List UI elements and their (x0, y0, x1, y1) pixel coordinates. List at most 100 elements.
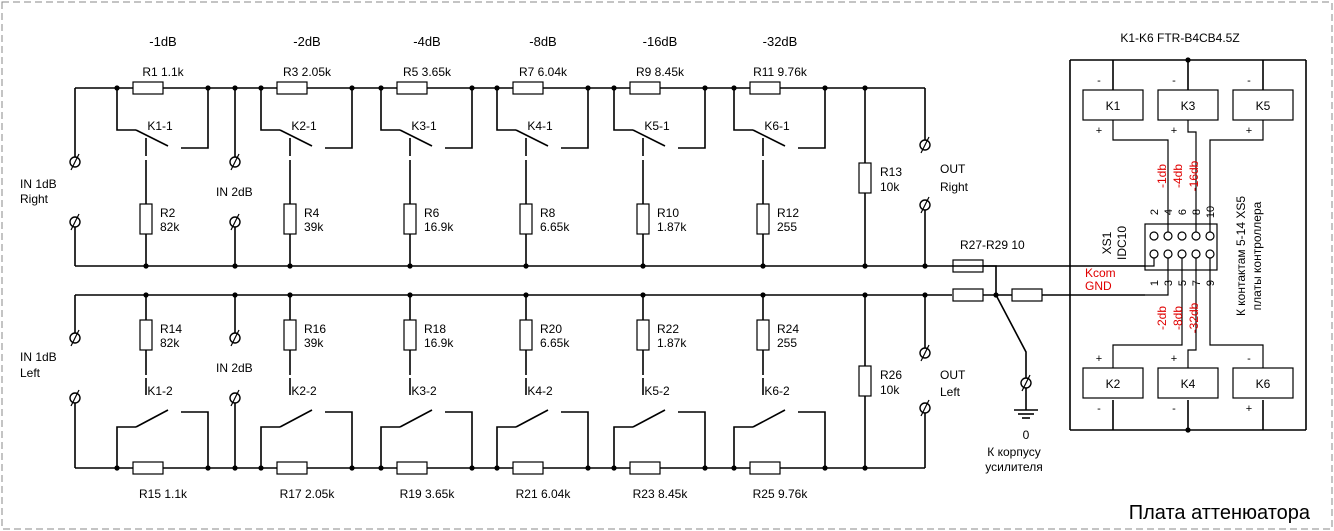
ground-caption: К корпусу (987, 445, 1040, 459)
in2-right-label: IN 2dB (216, 185, 253, 199)
gnd-wire (1145, 258, 1169, 296)
relay-contact-label: K4-1 (527, 119, 553, 133)
in2-left-terminal-ground-slash (230, 389, 240, 407)
series-resistor-label: R21 6.04k (516, 487, 572, 501)
series-resistor-label: R5 3.65k (403, 65, 452, 79)
junction-dot (205, 465, 211, 471)
series-resistor (396, 81, 428, 95)
relay-coil (1232, 367, 1294, 399)
shunt-resistor-value: 1.87k (657, 336, 687, 350)
out-right-label: Right (940, 180, 969, 194)
relay-coil-name: K2 (1106, 377, 1121, 391)
wire (496, 88, 516, 131)
shunt-resistor (636, 319, 650, 351)
wire (325, 411, 353, 468)
junction-dot (523, 263, 529, 269)
junction-dot (922, 292, 928, 298)
junction-dot (258, 465, 264, 471)
junction-dot (760, 292, 766, 298)
relay-contact-label: K1-1 (147, 119, 173, 133)
wire (561, 411, 589, 468)
relay-contact-label: K2-1 (291, 119, 317, 133)
series-resistor (749, 461, 781, 475)
wire (613, 88, 633, 131)
wire (995, 294, 1027, 378)
shunt-resistor (756, 319, 770, 351)
load-left-name: R26 (880, 368, 902, 382)
junction-dot (407, 292, 413, 298)
out-left-label: OUT (940, 368, 966, 382)
coil-signal-label: -32db (1187, 302, 1201, 333)
relay-contact (279, 129, 313, 147)
stage-heading: -1dB (149, 34, 176, 49)
relay-coil-polarity: - (1172, 403, 1176, 415)
junction-dot (143, 263, 149, 269)
ground-zero-label: 0 (1023, 428, 1030, 442)
shunt-resistor-label: R22 (657, 322, 679, 336)
junction-dot (862, 465, 868, 471)
junction-dot (611, 85, 617, 91)
coil-signal-wire (1112, 120, 1169, 232)
series-resistor (629, 81, 661, 95)
relay-coil-polarity: + (1096, 353, 1102, 365)
relay-contact (135, 129, 169, 147)
connector-pin-even (1149, 231, 1159, 241)
junction-dot (407, 263, 413, 269)
wire (733, 426, 753, 468)
connector-pin-number: 5 (1177, 280, 1189, 286)
wire (325, 88, 353, 149)
junction-dot (287, 292, 293, 298)
shunt-resistor (636, 203, 650, 235)
load-right-name: R13 (880, 165, 902, 179)
connector-pin-number: 1 (1149, 280, 1161, 286)
wire (380, 88, 400, 131)
series-resistor (396, 461, 428, 475)
junction-dot (232, 263, 238, 269)
series-resistor (749, 81, 781, 95)
shunt-resistor (139, 203, 153, 235)
shunt-resistor-value: 16.9k (424, 220, 454, 234)
in1-left-label: IN 1dB (20, 350, 57, 364)
connector-name: XS1 (1100, 231, 1114, 254)
junction-dot (702, 85, 708, 91)
stage-heading: -4dB (413, 34, 440, 49)
wire (445, 411, 473, 468)
junction-dot (822, 85, 828, 91)
shunt-resistor-label: R8 (540, 206, 556, 220)
shunt-resistor-label: R20 (540, 322, 562, 336)
relay-coil-polarity: + (1246, 125, 1252, 137)
in1-left-terminal-ground-slash (70, 389, 80, 407)
chassis-ground-terminal-slash (1021, 374, 1031, 392)
shunt-resistor-label: R18 (424, 322, 446, 336)
stage-heading: -32dB (763, 34, 798, 49)
junction-dot (585, 465, 591, 471)
junction-dot (143, 292, 149, 298)
stage-heading: -16dB (643, 34, 678, 49)
shunt-resistor (756, 203, 770, 235)
wire (561, 88, 589, 149)
connector-note: К контактам 5-14 XS5 (1234, 196, 1248, 316)
junction-dot (640, 263, 646, 269)
wire (496, 426, 516, 468)
series-resistor-label: R1 1.1k (142, 65, 184, 79)
relay-coil (1157, 367, 1219, 399)
series-resistor-label: R15 1.1k (139, 487, 188, 501)
load-right-value: 10k (880, 180, 900, 194)
connector-note: платы контроллера (1250, 201, 1264, 310)
coil-signal-label: -16db (1187, 160, 1201, 191)
connector-xs1-body (1144, 223, 1218, 271)
connector-type: IDC10 (1115, 226, 1129, 260)
junction-dot (1185, 427, 1191, 433)
out-right-terminal-signal-slash (920, 136, 930, 154)
wire (260, 426, 280, 468)
connector-pin-number: 3 (1163, 280, 1175, 286)
junction-dot (494, 465, 500, 471)
series-resistor-label: R23 8.45k (633, 487, 689, 501)
shunt-resistor-value: 6.65k (540, 220, 570, 234)
junction-dot (1185, 57, 1191, 63)
junction-dot (232, 292, 238, 298)
relay-coil-polarity: + (1171, 353, 1177, 365)
junction-dot (349, 465, 355, 471)
relay-coil-name: K1 (1106, 99, 1121, 113)
connector-pin-number: 2 (1149, 209, 1161, 215)
